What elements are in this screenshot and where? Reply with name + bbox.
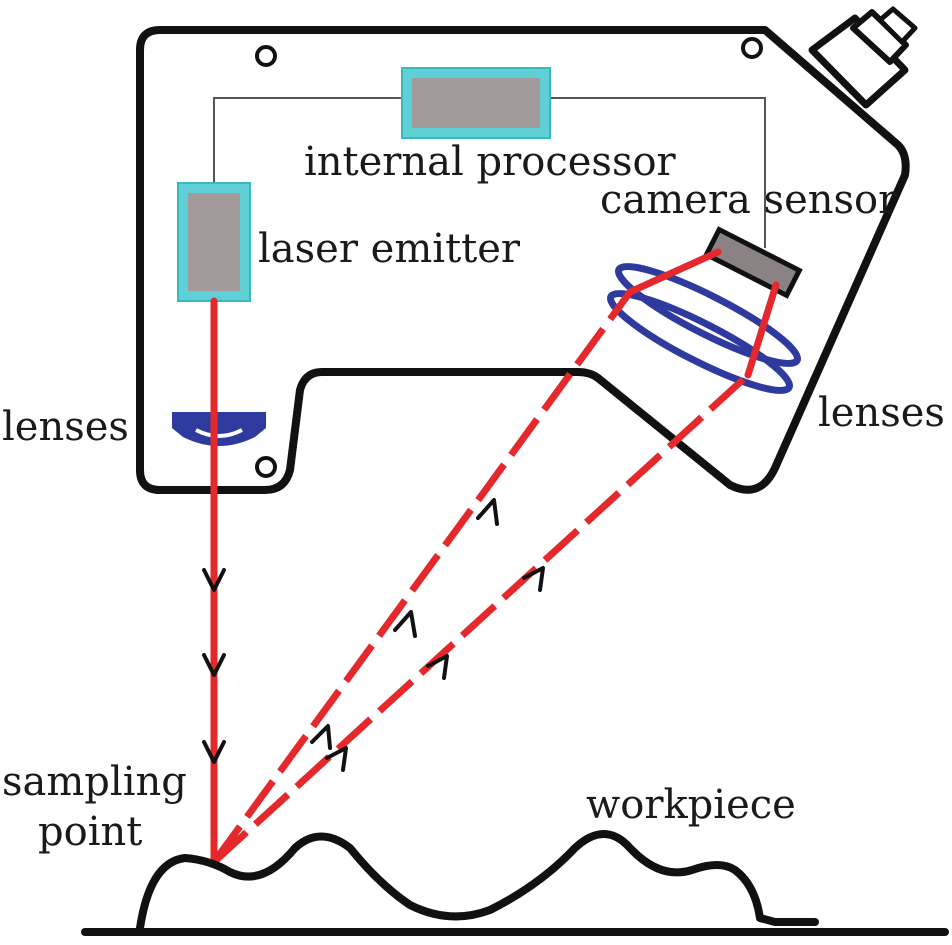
- label-workpiece: workpiece: [586, 782, 796, 828]
- arrow-lower-3: [522, 566, 545, 592]
- label-lenses-right: lenses: [818, 390, 945, 436]
- arrow-lower-2: [426, 654, 449, 680]
- screw-top-right: [741, 37, 763, 59]
- wire-processor-to-camera: [550, 97, 766, 248]
- label-point: point: [38, 809, 142, 855]
- arrow-lower-1: [325, 746, 348, 772]
- camera-sensor-block: [703, 226, 803, 299]
- arrow-down-1: [202, 568, 226, 592]
- arrow-down-3: [202, 740, 226, 764]
- sensor-housing: [136, 26, 910, 494]
- label-internal-processor: internal processor: [304, 139, 677, 185]
- focus-beam-right: [744, 281, 780, 379]
- label-laser-emitter: laser emitter: [258, 226, 521, 272]
- connector-plug: [808, 6, 918, 109]
- focus-beam-left: [626, 248, 722, 296]
- lens-receiver-upper: [614, 263, 802, 367]
- label-camera-sensor: camera sensor: [600, 177, 898, 223]
- arrow-upper-2: [393, 610, 417, 638]
- lens-laser: [172, 412, 266, 446]
- arrow-upper-3: [476, 498, 499, 526]
- reflected-beam-lower: [211, 372, 751, 865]
- screw-top-left: [255, 45, 277, 67]
- screw-bottom-left: [255, 456, 277, 478]
- arrow-down-2: [202, 653, 226, 677]
- lens-laser-highlight: [195, 428, 243, 438]
- laser-emitter-block: [177, 182, 251, 302]
- label-lenses-left: lenses: [2, 404, 129, 450]
- reflected-beam-upper: [211, 289, 633, 865]
- lens-receiver-lower: [606, 290, 794, 394]
- wire-processor-to-laser: [213, 97, 402, 183]
- label-sampling: sampling: [2, 759, 187, 805]
- internal-processor-chip: [401, 67, 551, 139]
- workpiece-surface: [136, 830, 819, 932]
- arrow-upper-1: [310, 724, 332, 750]
